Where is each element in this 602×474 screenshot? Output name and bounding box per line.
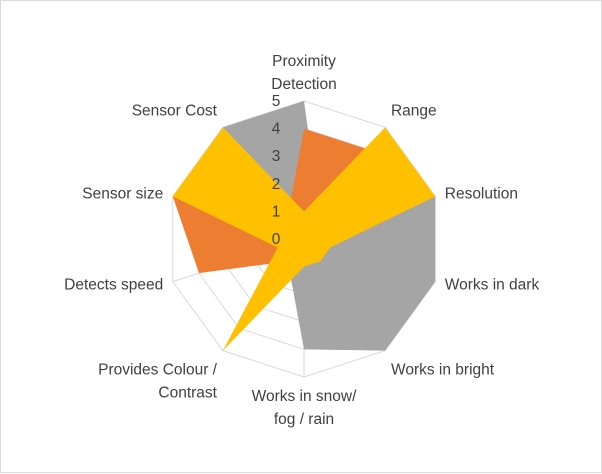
axis-label: Sensor Cost — [132, 102, 218, 119]
axis-label-line: Sensor Cost — [132, 102, 218, 119]
axis-label-line: Resolution — [445, 185, 518, 202]
axis-label: Detects speed — [64, 277, 163, 294]
axis-label-line: Contrast — [158, 385, 217, 402]
tick-label: 1 — [272, 203, 281, 220]
axis-label: Works in snow/fog / rain — [252, 388, 357, 428]
axis-label-line: Range — [391, 102, 437, 119]
radar-series — [172, 101, 436, 351]
axis-label-line: Sensor size — [82, 185, 163, 202]
axis-label-line: Works in snow/ — [252, 388, 357, 405]
radar-tick-labels: 0 1 2 3 4 5 — [272, 93, 281, 248]
axis-label-line: fog / rain — [274, 411, 334, 428]
tick-label: 3 — [272, 148, 281, 165]
axis-label-line: Detection — [271, 76, 336, 93]
axis-label-line: Provides Colour / — [98, 362, 218, 379]
tick-label: 5 — [272, 93, 281, 110]
axis-label: Sensor size — [82, 185, 163, 202]
axis-label: Works in bright — [391, 362, 495, 379]
axis-label-line: Detects speed — [64, 277, 163, 294]
axis-label: Resolution — [445, 185, 518, 202]
tick-label: 2 — [272, 176, 281, 193]
tick-label: 0 — [272, 231, 281, 248]
axis-label-line: Works in dark — [445, 277, 540, 294]
axis-label-line: Proximity — [272, 53, 336, 70]
series-area-3 — [172, 127, 436, 351]
tick-label: 4 — [272, 121, 281, 138]
axis-label: Range — [391, 102, 437, 119]
axis-label: Works in dark — [445, 277, 540, 294]
axis-label: Provides Colour / Contrast — [98, 362, 218, 402]
axis-label-line: Works in bright — [391, 362, 495, 379]
